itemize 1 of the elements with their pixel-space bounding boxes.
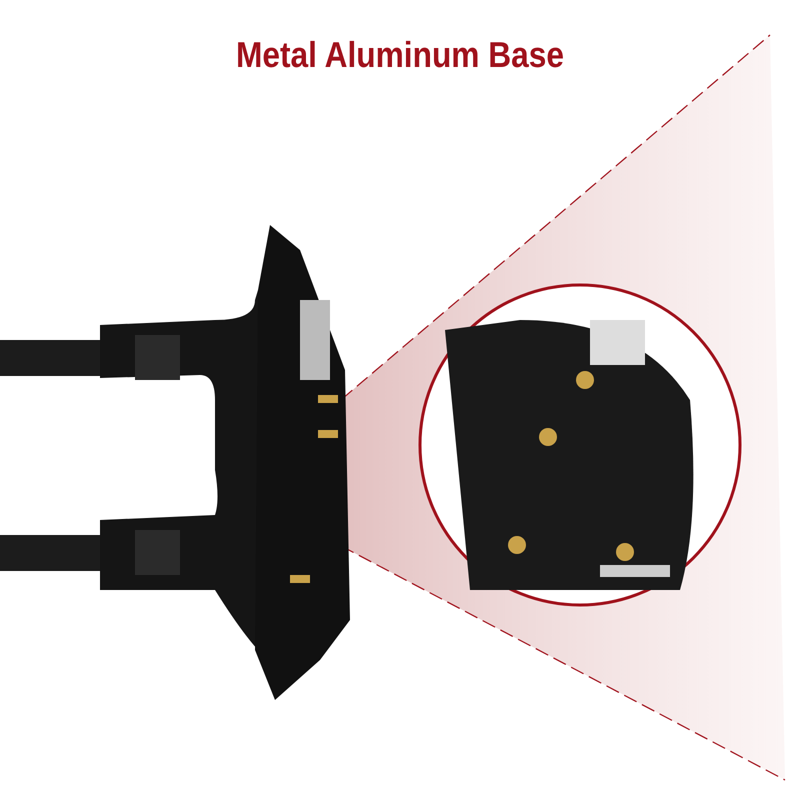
title: Metal Aluminum Base (235, 34, 565, 76)
